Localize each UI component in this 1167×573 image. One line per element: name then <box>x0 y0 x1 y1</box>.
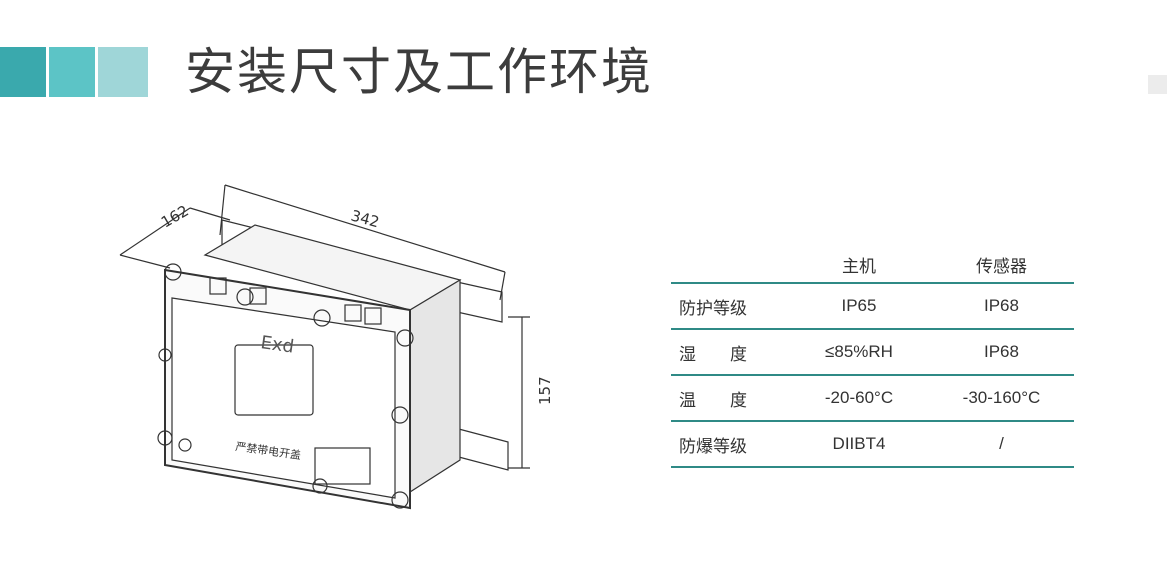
sensor-value: -30-160°C <box>962 388 1041 407</box>
table-row: 温 度 -20-60°C -30-160°C <box>671 374 1074 420</box>
sensor-value: / <box>999 434 1004 453</box>
width-dimension-label: 342 <box>349 206 381 231</box>
depth-dimension-label: 162 <box>158 202 192 232</box>
header-cell-label <box>679 246 789 282</box>
page-title: 安装尺寸及工作环境 <box>185 43 653 101</box>
table-row: 湿 度 ≤85%RH IP68 <box>671 328 1074 374</box>
corner-decoration <box>1148 75 1167 94</box>
spec-table: 主机 传感器 防护等级 IP65 IP68 湿 度 ≤85%RH IP68 温 … <box>671 246 1074 468</box>
row-label: 温 度 <box>679 390 747 410</box>
width-dimension-line <box>224 184 506 273</box>
host-value: -20-60°C <box>824 388 894 407</box>
host-value: IP65 <box>841 296 877 315</box>
host-value: ≤85%RH <box>825 342 893 361</box>
exd-label: Exd <box>259 332 295 357</box>
header-cell-sensor: 传感器 <box>976 256 1027 276</box>
height-dimension-label: 157 <box>536 376 554 405</box>
row-label: 防护等级 <box>679 298 747 318</box>
spec-table-header: 主机 传感器 <box>671 246 1074 282</box>
row-label: 防爆等级 <box>679 436 747 456</box>
header-accent-bar-1 <box>0 47 46 97</box>
header-accent-bar-3 <box>98 47 148 97</box>
header-accent-bar-2 <box>49 47 95 97</box>
depth-dimension-line <box>119 207 191 256</box>
header-cell-host: 主机 <box>842 256 876 276</box>
enclosure-diagram: 162 342 157 Exd 严禁带电开盖 <box>119 184 554 510</box>
table-row: 防爆等级 DIIBT4 / <box>671 420 1074 468</box>
row-label: 湿 度 <box>679 344 747 364</box>
sensor-value: IP68 <box>984 296 1019 315</box>
sensor-value: IP68 <box>984 342 1019 361</box>
table-row: 防护等级 IP65 IP68 <box>671 282 1074 328</box>
host-value: DIIBT4 <box>832 434 886 453</box>
